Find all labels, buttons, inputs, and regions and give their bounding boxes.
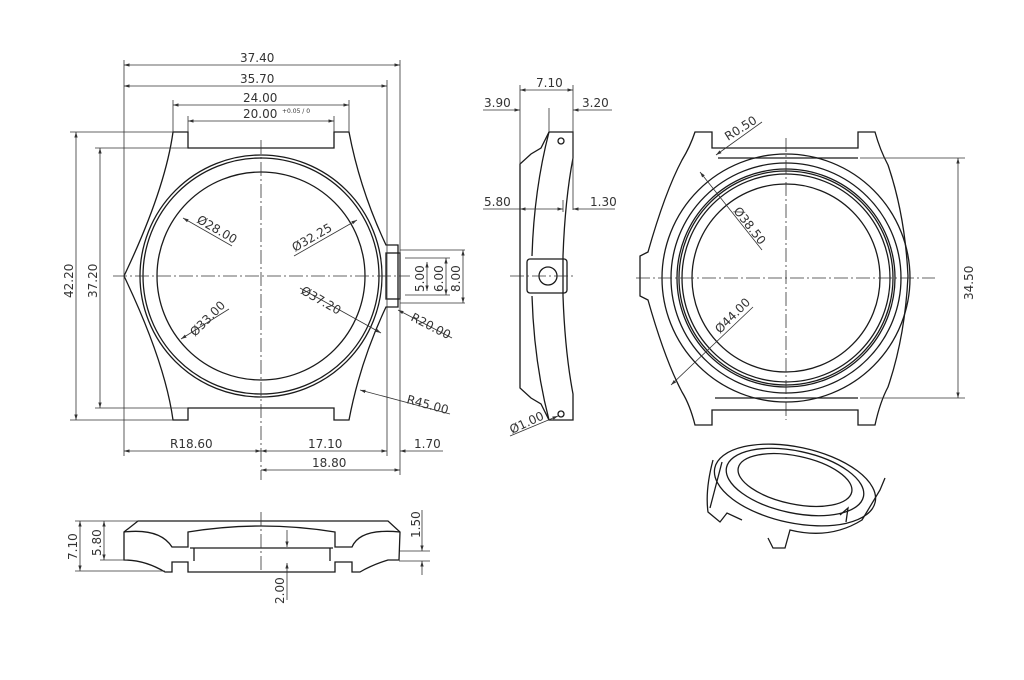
dim-r20: R20.00 <box>409 310 453 342</box>
dim-24-00: 24.00 <box>243 91 277 105</box>
case-outline <box>123 131 399 421</box>
dim-dia-1: Ø1.00 <box>507 409 546 437</box>
dim-37-40: 37.40 <box>240 51 274 65</box>
dim-7-10: 7.10 <box>536 76 563 90</box>
tolerance: +0.05 / 0 <box>282 108 310 115</box>
dim-1-30: 1.30 <box>590 195 617 209</box>
dim-dia-37-20: Ø37.20 <box>299 283 344 317</box>
dim-34-50: 34.50 <box>962 266 976 300</box>
dim-section-1-50: 1.50 <box>409 511 423 538</box>
dim-3-90: 3.90 <box>484 96 511 110</box>
dim-dia-38-50: Ø38.50 <box>731 204 769 247</box>
dim-dia-32-25: Ø32.25 <box>290 221 335 255</box>
dim-8-00: 8.00 <box>449 265 463 292</box>
dim-section-2-00: 2.00 <box>273 577 287 604</box>
front-view: 37.40 35.70 24.00 20.00 +0.05 / 0 42.20 … <box>62 51 465 480</box>
dim-section-7-10: 7.10 <box>66 533 80 560</box>
dim-section-5-80: 5.80 <box>90 529 104 556</box>
dim-1-70: 1.70 <box>414 437 441 451</box>
isometric-view <box>706 443 886 549</box>
dim-17-10: 17.10 <box>308 437 342 451</box>
back-view: 34.50 R0.50 Ø38.50 Ø44.00 <box>636 113 976 426</box>
dim-6-00: 6.00 <box>432 265 446 292</box>
dim-37-20: 37.20 <box>86 264 100 298</box>
dim-r18-60: R18.60 <box>170 437 213 451</box>
dim-r0-50: R0.50 <box>722 113 759 143</box>
dim-35-70: 35.70 <box>240 72 274 86</box>
section-view: 7.10 5.80 1.50 2.00 <box>66 510 430 604</box>
side-view: 7.10 3.90 3.20 5.80 1.30 Ø1.00 <box>483 76 617 437</box>
dim-42-20: 42.20 <box>62 264 76 298</box>
dim-dia-33: Ø33.00 <box>187 298 228 339</box>
dim-dia-28: Ø28.00 <box>195 212 240 246</box>
dim-20-00: 20.00 <box>243 107 277 121</box>
dim-3-20: 3.20 <box>582 96 609 110</box>
dim-r45: R45.00 <box>405 392 450 417</box>
dim-5-00: 5.00 <box>413 265 427 292</box>
dim-dia-44: Ø44.00 <box>712 295 753 336</box>
dim-18-80: 18.80 <box>312 456 346 470</box>
dim-5-80: 5.80 <box>484 195 511 209</box>
